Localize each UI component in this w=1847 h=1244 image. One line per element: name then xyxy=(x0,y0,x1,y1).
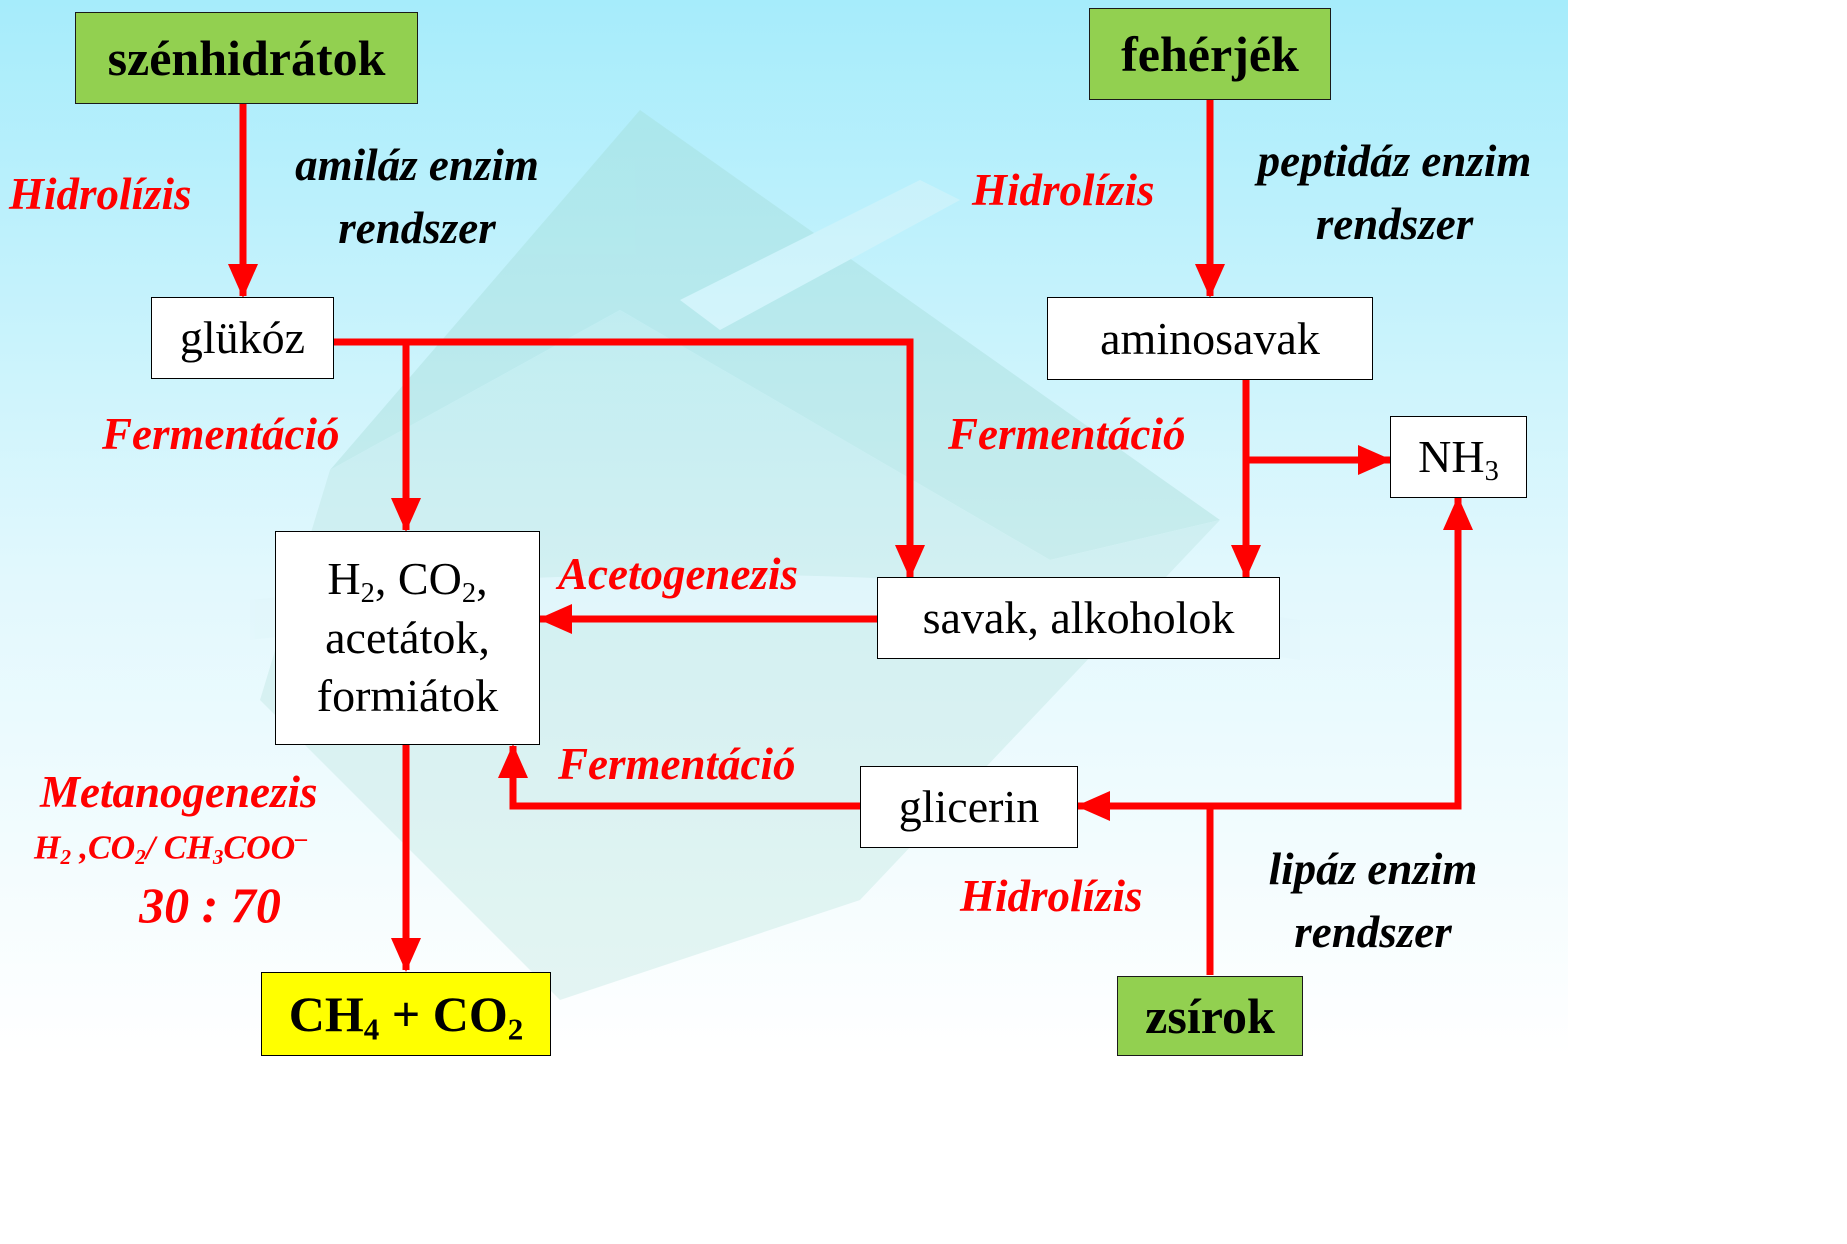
label-lipaz-line1: lipáz enzim xyxy=(1268,844,1478,894)
node-savak-alkoholok-label: savak, alkoholok xyxy=(922,592,1235,644)
arrow-glicerin-to-intermediates xyxy=(498,744,860,810)
node-savak-alkoholok: savak, alkoholok xyxy=(877,577,1280,659)
label-metanogenezis: Metanogenezis xyxy=(40,767,318,817)
node-szenhidratok-label: szénhidrátok xyxy=(107,29,386,86)
label-peptidaz-line2: rendszer xyxy=(1315,199,1474,249)
node-final-products: CH4 + CO2 xyxy=(261,972,551,1056)
label-hidrolizis-right: Hidrolízis xyxy=(972,165,1155,215)
node-aminosavak: aminosavak xyxy=(1047,297,1373,380)
node-glukoz-label: glükóz xyxy=(179,312,306,364)
node-zsirok-label: zsírok xyxy=(1145,987,1275,1044)
arrow-glukoz-to-savak xyxy=(334,338,925,579)
node-glicerin-label: glicerin xyxy=(898,781,1040,833)
label-substrate-formula: H2 ,CO2/ CH3COO– xyxy=(34,826,308,870)
node-intermediates-line2: acetátok, xyxy=(325,611,490,663)
label-amilaz-line1: amiláz enzim xyxy=(295,140,539,190)
node-intermediates-line1: H2, CO2, xyxy=(327,552,488,609)
node-intermediates-line3: formiátok xyxy=(316,670,499,722)
node-final-products-label: CH4 + CO2 xyxy=(288,985,524,1047)
node-glicerin: glicerin xyxy=(860,766,1078,848)
arrow-zsirok-to-nh3 xyxy=(1210,496,1473,810)
label-lipaz-line2: rendszer xyxy=(1294,907,1452,957)
node-intermediates: H2, CO2, acetátok, formiátok xyxy=(275,531,540,745)
node-nh3: NH3 xyxy=(1390,416,1527,498)
label-acetogenezis: Acetogenezis xyxy=(558,549,798,599)
label-fermentacio-right: Fermentáció xyxy=(948,409,1186,459)
label-lipaz-enzim: lipáz enzim rendszer xyxy=(1228,838,1518,964)
label-fermentacio-bottom: Fermentáció xyxy=(558,739,796,789)
label-peptidaz-line1: peptidáz enzim xyxy=(1257,136,1532,186)
node-glukoz: glükóz xyxy=(151,297,334,379)
label-peptidaz-enzim: peptidáz enzim rendszer xyxy=(1222,130,1567,256)
node-aminosavak-label: aminosavak xyxy=(1100,312,1320,364)
process-arrows xyxy=(228,100,1473,975)
label-hidrolizis-bottom: Hidrolízis xyxy=(960,871,1143,921)
label-fermentacio-left: Fermentáció xyxy=(102,409,340,459)
label-amilaz-line2: rendszer xyxy=(338,203,496,253)
node-nh3-label: NH3 xyxy=(1418,431,1499,488)
node-feherjek: fehérjék xyxy=(1089,8,1331,100)
node-zsirok: zsírok xyxy=(1117,976,1303,1056)
node-szenhidratok: szénhidrátok xyxy=(75,12,418,104)
node-feherjek-label: fehérjék xyxy=(1121,25,1299,82)
label-amilaz-enzim: amiláz enzim rendszer xyxy=(262,134,572,260)
label-hidrolizis-left: Hidrolízis xyxy=(9,169,192,219)
label-ratio: 30 : 70 xyxy=(139,877,281,933)
